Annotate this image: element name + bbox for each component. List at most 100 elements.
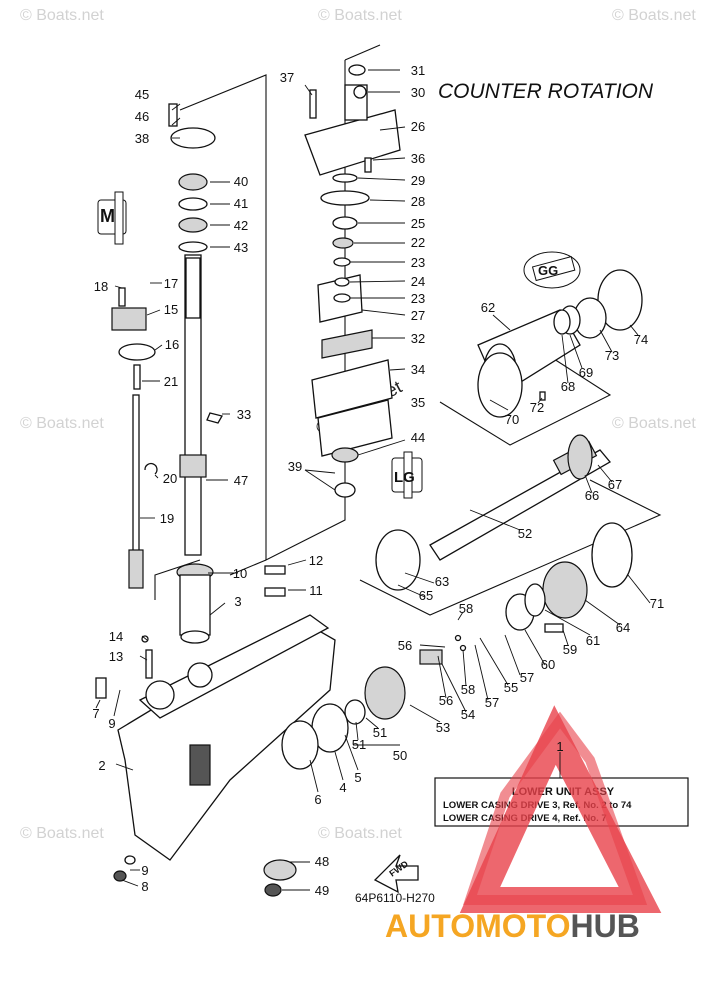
callout-65: 65 <box>419 588 433 603</box>
callout-13: 13 <box>109 649 123 664</box>
callout-21: 21 <box>164 374 178 389</box>
callout-59: 59 <box>563 642 577 657</box>
drawing-code: 64P6110-H270 <box>355 891 435 905</box>
callout-54: 54 <box>461 707 475 722</box>
callout-3: 3 <box>234 594 241 609</box>
watermark: © Boats.net <box>612 7 696 24</box>
callout-41: 41 <box>234 196 248 211</box>
callout-5: 5 <box>354 770 361 785</box>
callout-57a: 57 <box>485 695 499 710</box>
watermark: © Boats.net <box>20 825 104 842</box>
callout-36: 36 <box>411 151 425 166</box>
callout-leaders <box>95 69 651 891</box>
callout-51a: 51 <box>352 737 366 752</box>
callout-9b: 9 <box>141 863 148 878</box>
callout-73: 73 <box>605 348 619 363</box>
watermark: © Boats.net <box>20 415 104 432</box>
callout-23a: 23 <box>411 255 425 270</box>
callout-numbers: 1 2 3 4 5 6 7 8 9 9 10 11 12 13 14 15 16… <box>92 63 664 898</box>
callout-63: 63 <box>435 574 449 589</box>
inset-lg: LG <box>394 469 415 486</box>
callout-68: 68 <box>561 379 575 394</box>
callout-28: 28 <box>411 194 425 209</box>
diagram-heading: COUNTER ROTATION <box>438 80 654 103</box>
callout-38: 38 <box>135 131 149 146</box>
brand-text: AUTOMOTOHUB <box>385 908 640 944</box>
shift-rod <box>128 394 144 589</box>
callout-19: 19 <box>160 511 174 526</box>
callout-40: 40 <box>234 174 248 189</box>
callout-16: 16 <box>165 337 179 352</box>
watermark: © Boats.net <box>318 7 402 24</box>
callout-24: 24 <box>411 274 425 289</box>
callout-27: 27 <box>411 308 425 323</box>
callout-56a: 56 <box>398 638 412 653</box>
callout-39: 39 <box>288 459 302 474</box>
callout-44: 44 <box>411 430 425 445</box>
legend-line-1: LOWER CASING DRIVE 3, Ref. No. 2 to 74 <box>443 800 632 811</box>
callout-18: 18 <box>94 279 108 294</box>
callout-9a: 9 <box>108 716 115 731</box>
watermark: © Boats.net <box>318 825 402 842</box>
brand-logo: AUTOMOTOHUB <box>385 705 662 944</box>
callout-46: 46 <box>135 109 149 124</box>
brand-part-2: HUB <box>570 908 639 944</box>
callout-58a: 58 <box>459 601 473 616</box>
callout-15: 15 <box>164 302 178 317</box>
callout-7: 7 <box>92 706 99 721</box>
callout-32: 32 <box>411 331 425 346</box>
callout-69: 69 <box>579 365 593 380</box>
callout-62: 62 <box>481 300 495 315</box>
callout-42: 42 <box>234 218 248 233</box>
callout-71: 71 <box>650 596 664 611</box>
drive-shaft <box>179 254 207 556</box>
callout-26: 26 <box>411 119 425 134</box>
callout-12: 12 <box>309 553 323 568</box>
callout-48: 48 <box>315 854 329 869</box>
callout-20: 20 <box>163 471 177 486</box>
watermark: © Boats.net <box>612 415 696 432</box>
callout-34: 34 <box>411 362 425 377</box>
inset-m: M <box>100 206 115 226</box>
callout-30: 30 <box>411 85 425 100</box>
callout-8: 8 <box>141 879 148 894</box>
callout-55: 55 <box>504 680 518 695</box>
callout-50: 50 <box>393 748 407 763</box>
callout-14: 14 <box>109 629 123 644</box>
callout-47: 47 <box>234 473 248 488</box>
callout-64: 64 <box>616 620 630 635</box>
callout-2: 2 <box>98 758 105 773</box>
callout-58b: 58 <box>461 682 475 697</box>
callout-43: 43 <box>234 240 248 255</box>
callout-70: 70 <box>505 412 519 427</box>
callout-35: 35 <box>411 395 425 410</box>
water-pump-housing <box>304 84 401 176</box>
watermark: © Boats.net <box>20 7 104 24</box>
callout-29: 29 <box>411 173 425 188</box>
gasket <box>317 399 393 457</box>
callout-23b: 23 <box>411 291 425 306</box>
callout-57b: 57 <box>520 670 534 685</box>
callout-11: 11 <box>309 583 323 598</box>
callout-56b: 56 <box>439 693 453 708</box>
callout-1: 1 <box>556 739 563 754</box>
small-hardware <box>95 89 564 699</box>
callout-53: 53 <box>436 720 450 735</box>
callout-74: 74 <box>634 332 648 347</box>
callout-52: 52 <box>518 526 532 541</box>
callout-31: 31 <box>411 63 425 78</box>
callout-45: 45 <box>135 87 149 102</box>
callout-67: 67 <box>608 477 622 492</box>
callout-66: 66 <box>585 488 599 503</box>
impeller <box>321 329 373 359</box>
callout-6: 6 <box>314 792 321 807</box>
inset-gg: GG <box>538 263 558 278</box>
callout-4: 4 <box>339 780 346 795</box>
brand-part-1: AUTOMOTO <box>385 908 570 944</box>
rings-and-bearings <box>113 64 643 897</box>
callout-61: 61 <box>586 633 600 648</box>
callout-49: 49 <box>315 883 329 898</box>
legend-box: LOWER UNIT ASSY LOWER CASING DRIVE 3, Re… <box>434 777 689 827</box>
fwd-arrow: FWD <box>373 854 419 894</box>
